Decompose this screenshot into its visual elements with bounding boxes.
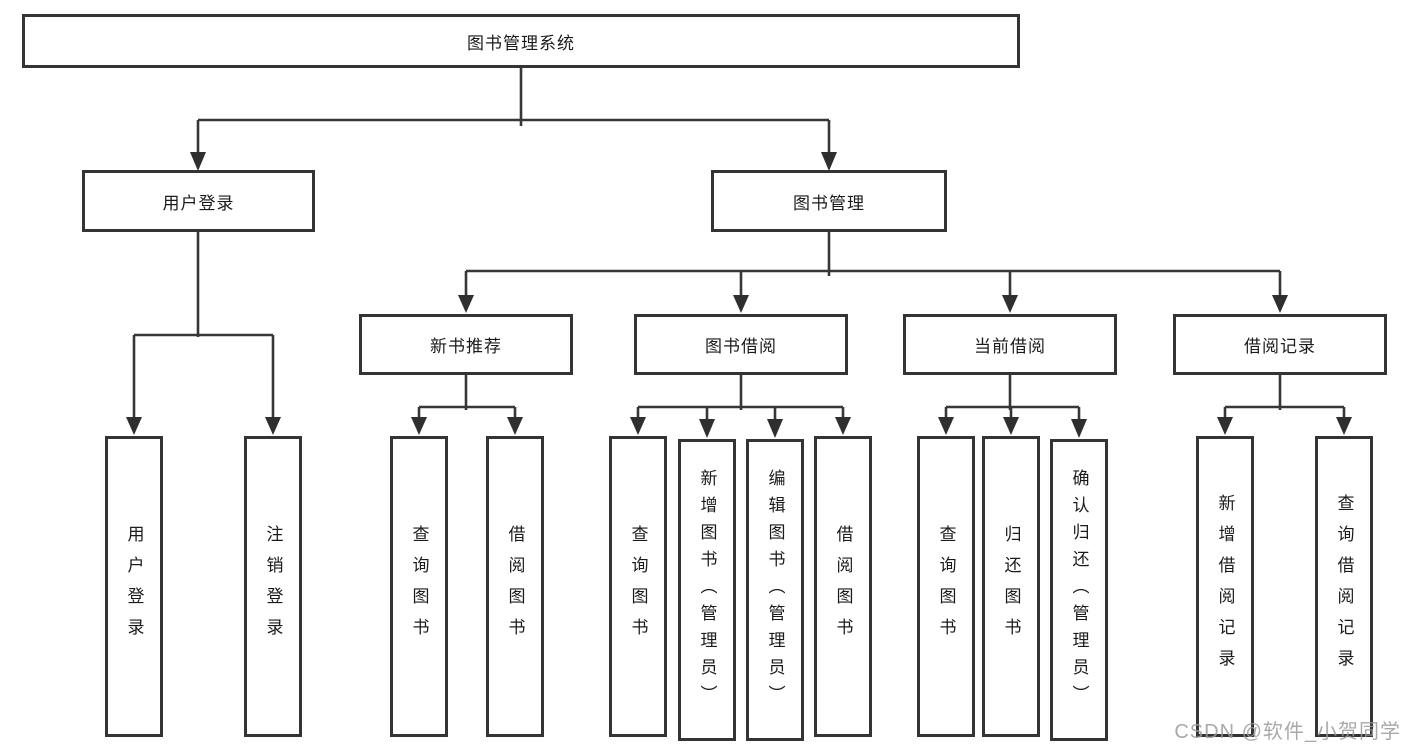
node-user-login: 用户登录 (82, 170, 315, 232)
book-borrow-branch-connector (630, 375, 851, 438)
leaf-logout: 注销登录 (244, 436, 302, 737)
leaf-label: 借阅图书 (505, 524, 525, 649)
leaf-label: 确认归还（管理员） (1069, 468, 1089, 712)
new-book-branch-connector (411, 375, 523, 435)
user-login-branch-connector (126, 232, 281, 435)
root-branch-connector (190, 67, 837, 171)
node-current-borrowing: 当前借阅 (903, 314, 1117, 375)
leaf-add-books-admin: 新增图书（管理员） (678, 439, 736, 741)
node-label: 图书借阅 (705, 337, 777, 356)
leaf-label: 查询图书 (936, 524, 956, 649)
leaf-label: 查询图书 (628, 524, 648, 649)
node-label: 当前借阅 (974, 337, 1046, 356)
leaf-query-borrow-record: 查询借阅记录 (1315, 436, 1373, 737)
leaf-label: 新增借阅记录 (1215, 493, 1235, 680)
leaf-query-books: 查询图书 (390, 436, 448, 737)
leaf-query-books: 查询图书 (917, 436, 975, 737)
leaf-borrow-books: 借阅图书 (486, 436, 544, 737)
leaf-user-login: 用户登录 (105, 436, 163, 737)
leaf-confirm-return-admin: 确认归还（管理员） (1050, 439, 1108, 741)
leaf-add-borrow-record: 新增借阅记录 (1196, 436, 1254, 737)
leaf-label: 注销登录 (263, 524, 283, 649)
leaf-label: 新增图书（管理员） (697, 468, 717, 712)
leaf-label: 查询图书 (409, 524, 429, 649)
leaf-borrow-books: 借阅图书 (814, 436, 872, 737)
book-mgmt-branch-connector (458, 232, 1288, 313)
leaf-edit-books-admin: 编辑图书（管理员） (746, 439, 804, 741)
borrow-records-branch-connector (1217, 375, 1352, 435)
node-book-management: 图书管理 (711, 170, 947, 232)
leaf-query-books: 查询图书 (609, 436, 667, 737)
leaf-label: 归还图书 (1001, 524, 1021, 649)
leaf-label: 查询借阅记录 (1334, 493, 1354, 680)
leaf-label: 编辑图书（管理员） (765, 468, 785, 712)
node-library-system: 图书管理系统 (22, 14, 1020, 68)
csdn-watermark: CSDN @软件_小贺同学 (1174, 721, 1401, 743)
node-label: 借阅记录 (1244, 337, 1316, 356)
node-label: 图书管理系统 (467, 33, 575, 53)
leaf-label: 用户登录 (124, 524, 144, 649)
node-borrowing-records: 借阅记录 (1173, 314, 1387, 375)
node-new-book-recommendation: 新书推荐 (359, 314, 573, 375)
node-label: 用户登录 (162, 193, 235, 213)
leaf-label: 借阅图书 (833, 524, 853, 649)
current-borrow-branch-connector (938, 375, 1087, 438)
node-book-borrowing: 图书借阅 (634, 314, 848, 375)
leaf-return-books: 归还图书 (982, 436, 1040, 737)
node-label: 新书推荐 (430, 337, 502, 356)
node-label: 图书管理 (793, 193, 865, 213)
